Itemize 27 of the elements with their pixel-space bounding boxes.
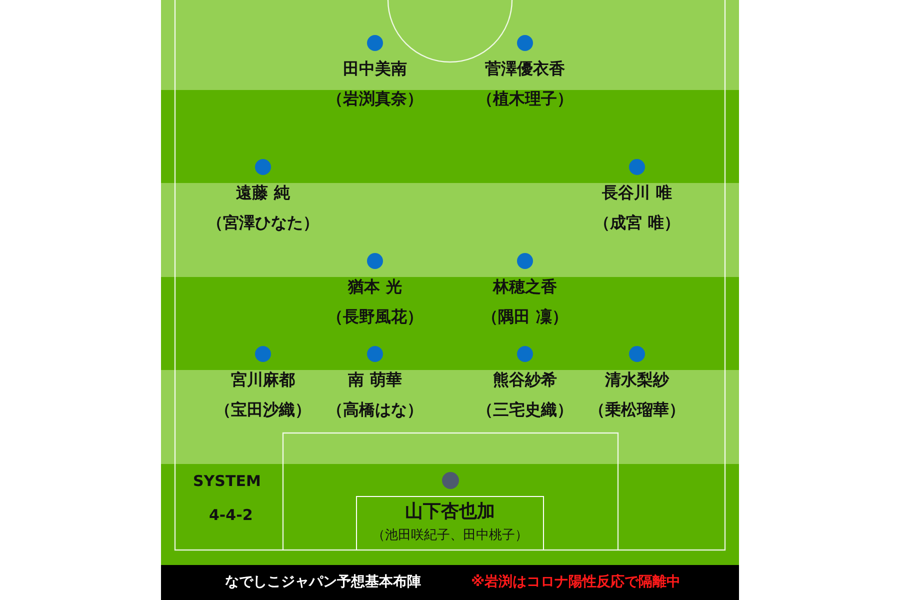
- substitute-names: （成宮 唯）: [594, 213, 680, 233]
- substitute-names: （宮澤ひなた）: [207, 213, 319, 233]
- substitute-names: （隅田 凜）: [482, 307, 568, 327]
- substitute-names: （三宅史織）: [477, 400, 573, 420]
- substitute-names: （宝田沙織）: [215, 400, 311, 420]
- substitute-names: （植木理子）: [477, 89, 573, 109]
- caption: なでしこジャパン予想基本布陣: [225, 573, 421, 591]
- player-name: 遠藤 純: [236, 183, 290, 203]
- substitute-names: （長野風花）: [327, 307, 423, 327]
- system-label: SYSTEM: [193, 472, 261, 490]
- player-name: 長谷川 唯: [602, 183, 672, 203]
- player-name: 田中美南: [343, 59, 407, 79]
- player-name: 清水梨紗: [605, 370, 669, 390]
- player-name: 菅澤優衣香: [485, 59, 565, 79]
- substitute-names: （高橋はな）: [327, 400, 423, 420]
- note: ※岩渕はコロナ陽性反応で隔離中: [471, 573, 681, 591]
- player-name: 宮川麻都: [231, 370, 295, 390]
- player-name: 山下杏也加: [405, 502, 495, 522]
- player-name: 猶本 光: [348, 277, 402, 297]
- formation-label: 4-4-2: [209, 506, 253, 524]
- substitute-names: （池田咲紀子、田中桃子）: [372, 527, 528, 545]
- substitute-names: （岩渕真奈）: [327, 89, 423, 109]
- goal-area-box: [356, 496, 544, 550]
- substitute-names: （乗松瑠華）: [589, 400, 685, 420]
- player-name: 熊谷紗希: [493, 370, 557, 390]
- player-name: 林穂之香: [493, 277, 557, 297]
- player-name: 南 萌華: [348, 370, 402, 390]
